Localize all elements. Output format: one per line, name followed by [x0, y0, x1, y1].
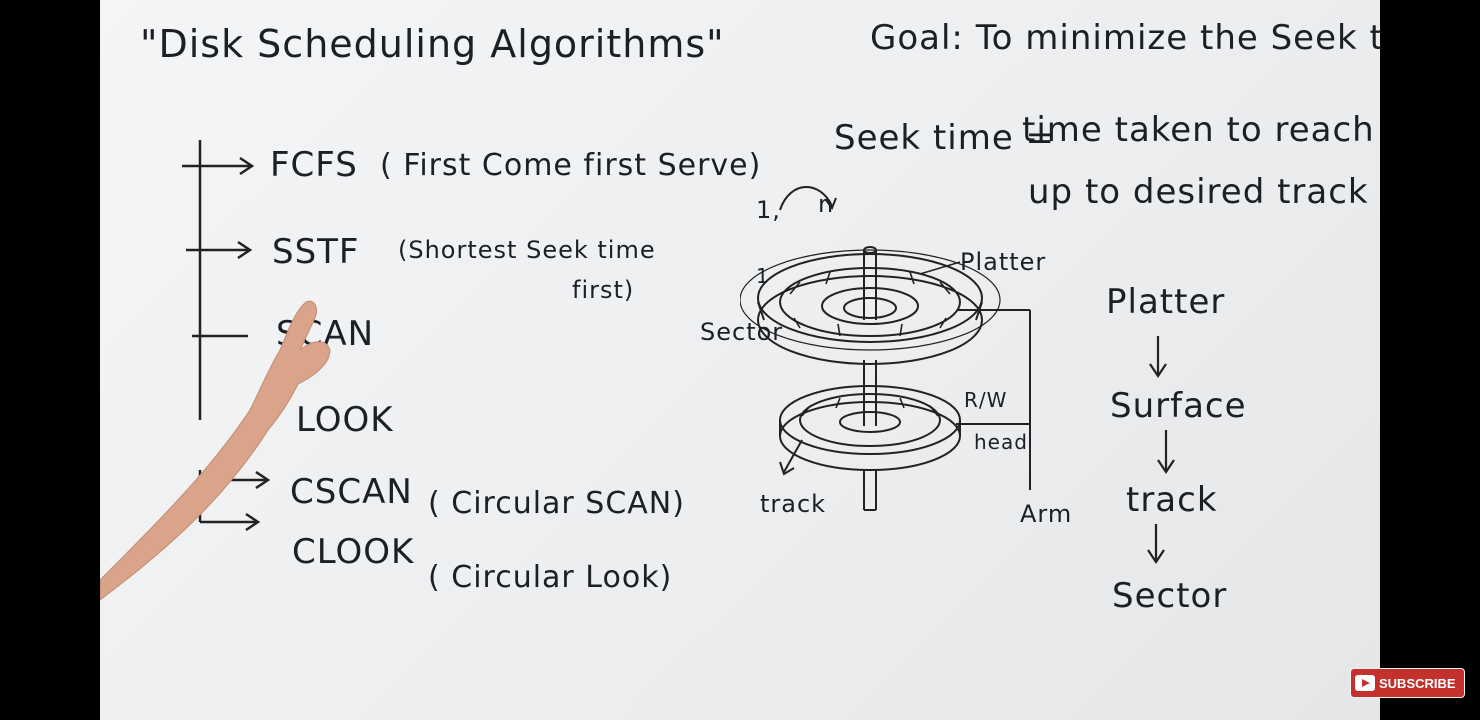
- head-label: head: [974, 430, 1028, 454]
- algo-expansion-fcfs: ( First Come first Serve): [380, 148, 762, 183]
- subscribe-button[interactable]: SUBSCRIBE: [1350, 668, 1465, 698]
- algo-expansion-sstf: (Shortest Seek time: [398, 236, 656, 264]
- goal-text: Goal: To minimize the Seek t: [870, 18, 1380, 58]
- seek-time-label: Seek time =: [834, 118, 1056, 158]
- algo-expansion-sstf-2: first): [572, 276, 635, 304]
- seek-time-def-2: up to desired track: [1028, 172, 1369, 212]
- video-frame: "Disk Scheduling Algorithms" Goal: To mi…: [100, 0, 1380, 720]
- range-start-label: 1,: [756, 196, 781, 224]
- arm-label: Arm: [1020, 500, 1073, 528]
- disk-diagram: [740, 186, 1031, 511]
- seek-time-def-1: time taken to reach: [1022, 110, 1375, 150]
- algo-name-look: LOOK: [296, 400, 394, 440]
- diagram-one-label: 1: [756, 264, 770, 288]
- platter-label: Platter: [960, 248, 1047, 276]
- board-title: "Disk Scheduling Algorithms": [140, 22, 725, 66]
- sector-label: Sector: [700, 318, 784, 346]
- hierarchy-surface: Surface: [1110, 386, 1247, 426]
- range-end-label: n: [818, 190, 835, 218]
- presenter-arm: [100, 300, 331, 600]
- hierarchy-track: track: [1126, 480, 1218, 520]
- algo-expansion-clook: ( Circular Look): [428, 560, 673, 595]
- rw-label: R/W: [964, 388, 1008, 412]
- hierarchy-platter: Platter: [1106, 282, 1226, 322]
- algo-expansion-cscan: ( Circular SCAN): [428, 486, 685, 521]
- youtube-play-icon: [1355, 675, 1375, 691]
- algo-name-clook: CLOOK: [292, 532, 415, 572]
- algo-name-fcfs: FCFS: [270, 145, 358, 185]
- subscribe-label: SUBSCRIBE: [1379, 675, 1456, 691]
- algorithm-bracket: [182, 140, 271, 532]
- algo-name-sstf: SSTF: [272, 232, 360, 272]
- hierarchy-sector: Sector: [1112, 576, 1228, 616]
- hierarchy-arrows: [1147, 336, 1175, 564]
- algo-name-cscan: CSCAN: [290, 472, 413, 512]
- whiteboard: "Disk Scheduling Algorithms" Goal: To mi…: [100, 0, 1380, 720]
- track-label: track: [760, 490, 827, 518]
